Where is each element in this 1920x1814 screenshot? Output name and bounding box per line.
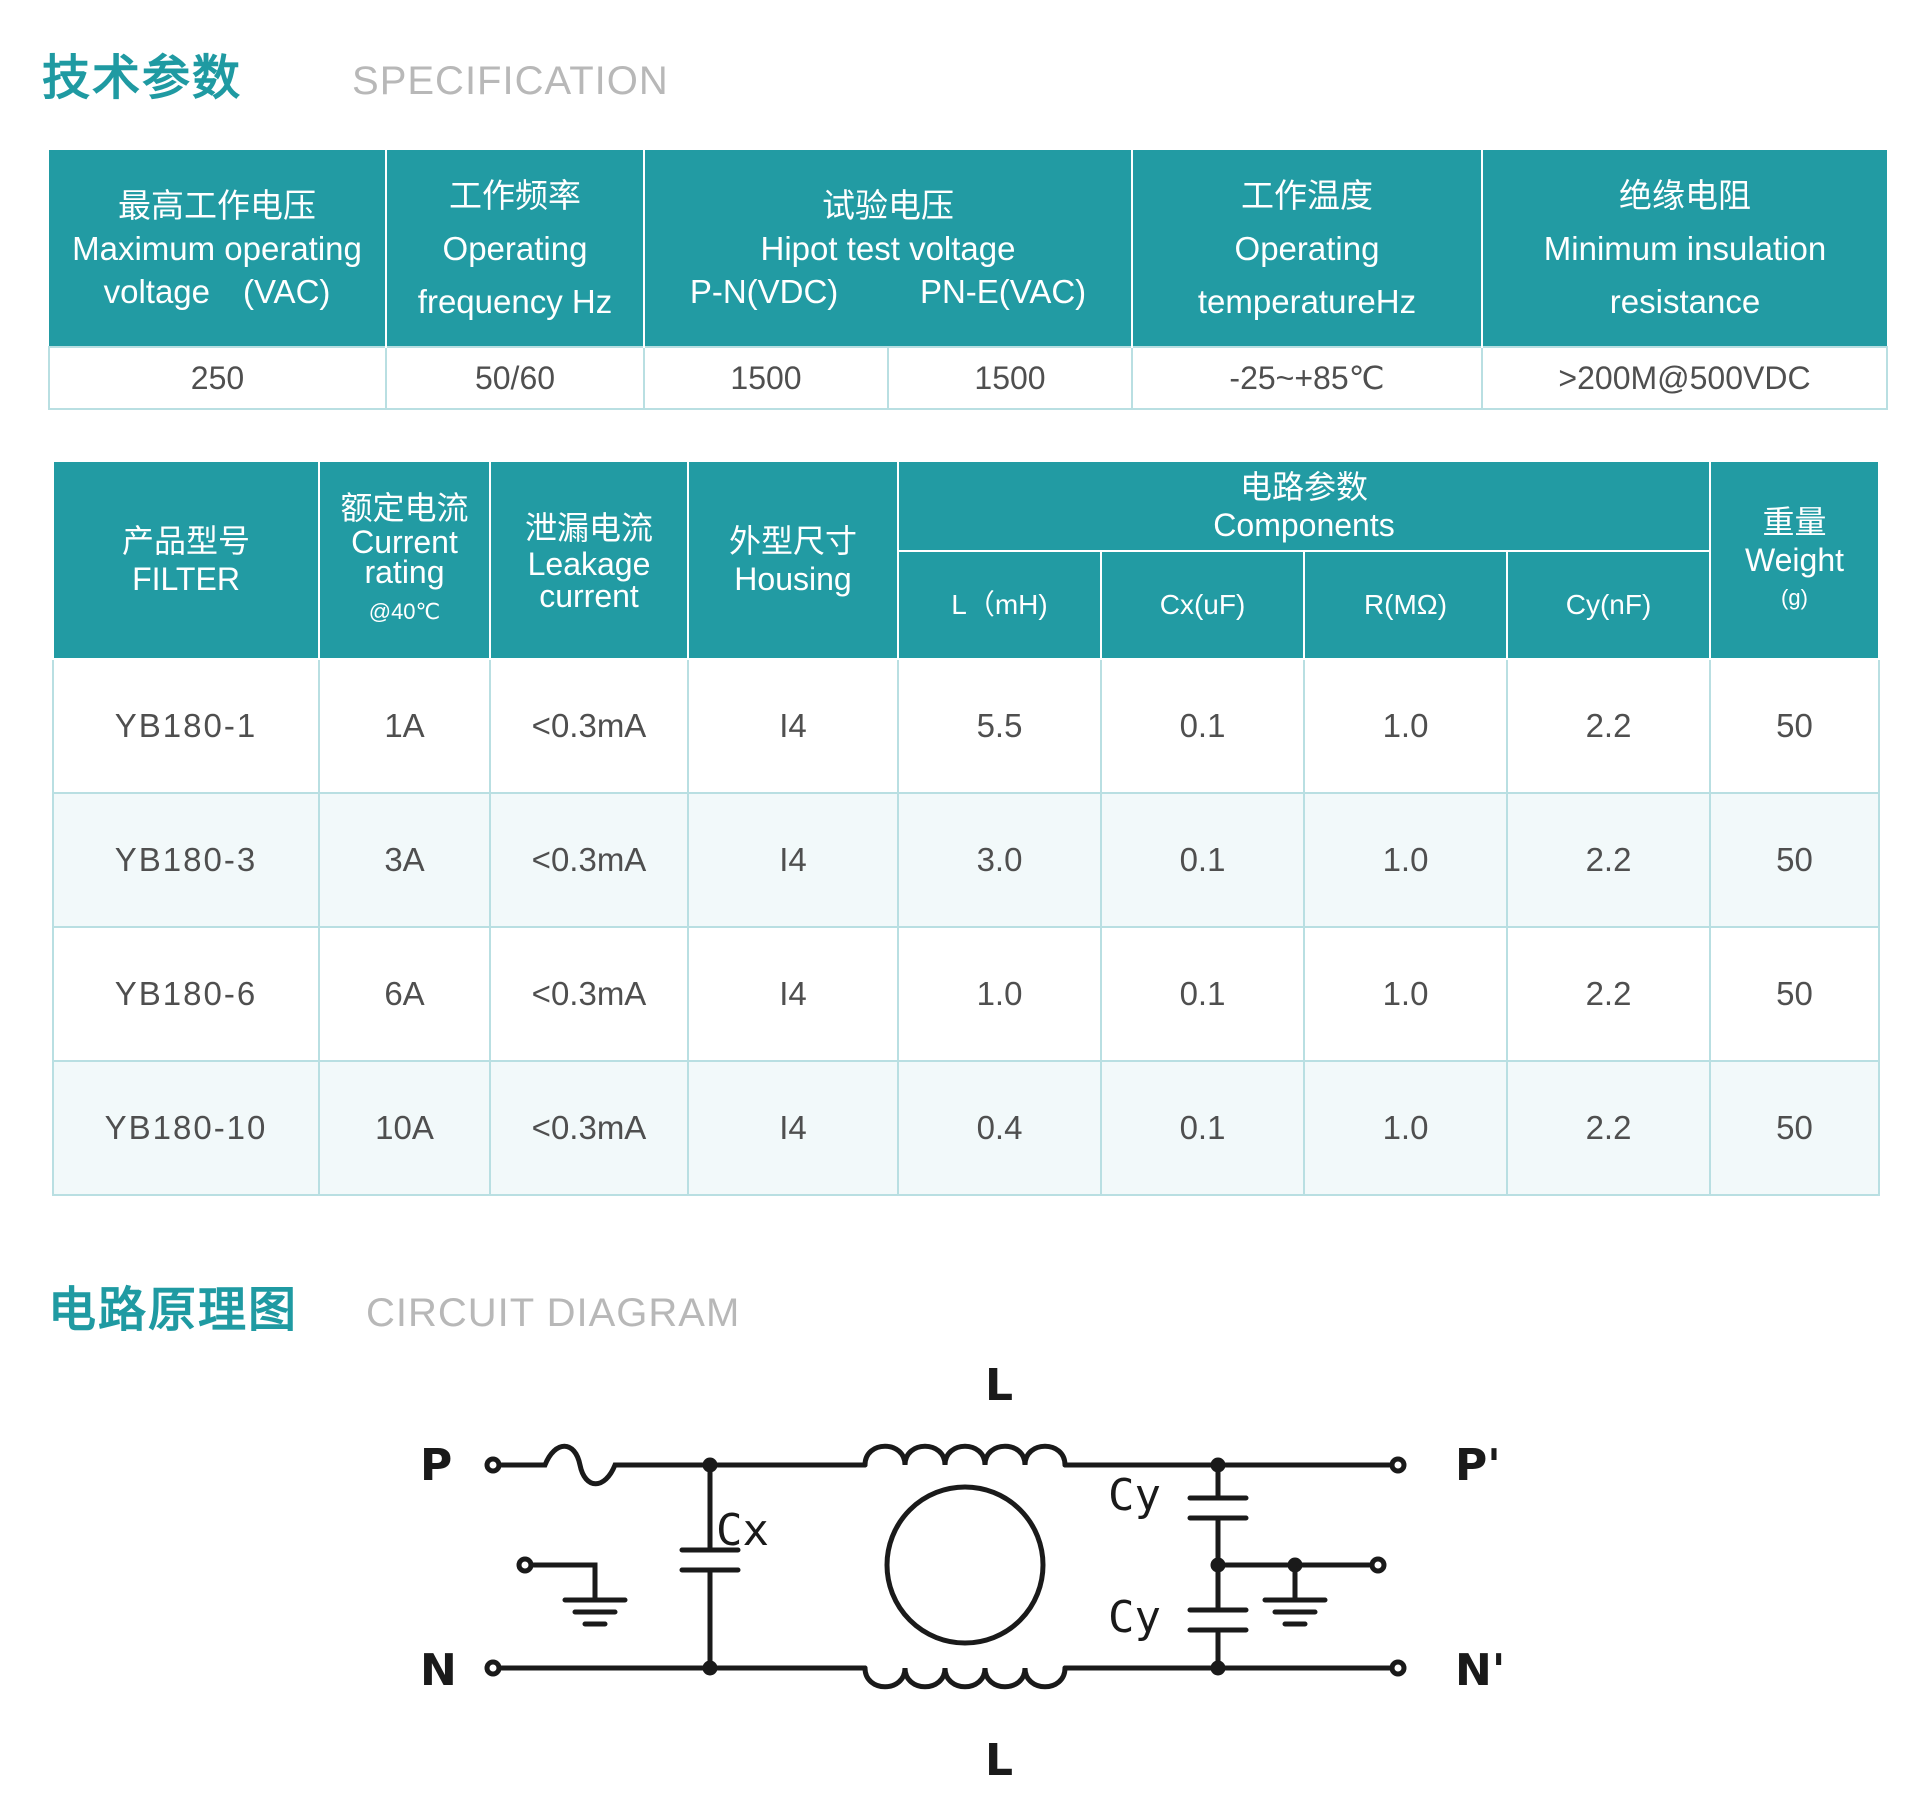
- cell-R: 1.0: [1303, 926, 1508, 1062]
- cell-housing: I4: [687, 658, 899, 794]
- spec-value-hipot-pne: 1500: [887, 346, 1133, 410]
- spec-value-max-voltage: 250: [48, 346, 387, 410]
- spec-value-hipot-pn: 1500: [643, 346, 889, 410]
- cell-Cy: 2.2: [1506, 1060, 1711, 1196]
- filter-header-leakage: 泄漏电流 Leakage current: [489, 460, 689, 660]
- filter-header-components: 电路参数 Components: [897, 460, 1711, 552]
- filter-header-R: R(MΩ): [1303, 550, 1508, 660]
- spec-title-en: SPECIFICATION: [352, 59, 669, 103]
- spec-header-hipot-pne: PN-E(VAC): [919, 272, 1087, 310]
- cell-Cy: 2.2: [1506, 792, 1711, 928]
- spec-header-hipot: 试验电压 Hipot test voltage P-N(VDC) PN-E(VA…: [644, 150, 1133, 347]
- cell-Cy: 2.2: [1506, 658, 1711, 794]
- spec-table: 最高工作电压 Maximum operating voltage (VAC) 工…: [48, 150, 1888, 410]
- cell-Cx: 0.1: [1100, 792, 1305, 928]
- cell-model: YB180-10: [52, 1060, 320, 1196]
- cell-weight: 50: [1709, 792, 1880, 928]
- filter-header-weight: 重量 Weight (g): [1709, 460, 1880, 660]
- label-L-bottom: L: [985, 1735, 1013, 1786]
- label-N-out: N': [1455, 1645, 1505, 1696]
- cell-L: 0.4: [897, 1060, 1102, 1196]
- filter-table: 产品型号 FILTER 额定电流 Current rating @40℃ 泄漏电…: [52, 460, 1880, 1196]
- cell-leakage: <0.3mA: [489, 926, 689, 1062]
- cell-leakage: <0.3mA: [489, 792, 689, 928]
- spec-section-header: 技术参数 SPECIFICATION: [42, 38, 669, 108]
- filter-header-Cy: Cy(nF): [1506, 550, 1711, 660]
- filter-header-L: L（mH): [897, 550, 1102, 660]
- spec-value-insulation: >200M@500VDC: [1481, 346, 1888, 410]
- cell-weight: 50: [1709, 1060, 1880, 1196]
- inductor-core: [884, 1484, 1046, 1646]
- label-Cy-bottom: Cy: [1108, 1592, 1161, 1643]
- spec-header-temperature: 工作温度 Operating temperatureHz: [1132, 150, 1483, 347]
- inductor-bottom: [862, 1665, 1068, 1690]
- filter-header-row-1: 产品型号 FILTER 额定电流 Current rating @40℃ 泄漏电…: [52, 460, 1880, 660]
- cell-Cx: 0.1: [1100, 658, 1305, 794]
- filter-header-current: 额定电流 Current rating @40℃: [318, 460, 491, 660]
- filter-header-Cx: Cx(uF): [1100, 550, 1305, 660]
- cell-R: 1.0: [1303, 1060, 1508, 1196]
- cell-L: 1.0: [897, 926, 1102, 1062]
- spec-header-max-voltage: 最高工作电压 Maximum operating voltage (VAC): [49, 150, 387, 347]
- cell-model: YB180-1: [52, 658, 320, 794]
- cell-R: 1.0: [1303, 792, 1508, 928]
- label-N: N: [420, 1645, 457, 1696]
- filter-header-housing: 外型尺寸 Housing: [687, 460, 899, 660]
- circuit-section-header: 电路原理图 CIRCUIT DIAGRAM: [48, 1270, 740, 1340]
- ground-left-icon: [528, 1562, 628, 1627]
- spec-header-frequency: 工作频率 Operating frequency Hz: [386, 150, 645, 347]
- label-P: P: [420, 1440, 452, 1491]
- cell-R: 1.0: [1303, 658, 1508, 794]
- circuit-title-cn: 电路原理图: [48, 1284, 299, 1337]
- cell-current: 1A: [318, 658, 491, 794]
- spec-header-insulation: 绝缘电阻 Minimum insulation resistance: [1482, 150, 1887, 347]
- ground-right-icon: [1215, 1562, 1375, 1627]
- label-L-top: L: [985, 1360, 1013, 1411]
- cell-model: YB180-3: [52, 792, 320, 928]
- cell-current: 3A: [318, 792, 491, 928]
- spec-header-hipot-pn: P-N(VDC): [689, 272, 839, 310]
- capacitor-Cx: [679, 1462, 741, 1671]
- cell-housing: I4: [687, 1060, 899, 1196]
- cell-weight: 50: [1709, 926, 1880, 1062]
- filter-header-row-2: L（mH) Cx(uF) R(MΩ) Cy(nF): [53, 550, 1879, 660]
- fuse-line: [496, 1443, 868, 1487]
- cell-housing: I4: [687, 792, 899, 928]
- cell-L: 3.0: [897, 792, 1102, 928]
- cell-leakage: <0.3mA: [489, 1060, 689, 1196]
- cell-housing: I4: [687, 926, 899, 1062]
- filter-header-model: 产品型号 FILTER: [52, 460, 320, 660]
- label-Cy-top: Cy: [1108, 1470, 1161, 1521]
- label-P-out: P': [1455, 1440, 1501, 1491]
- spec-title-cn: 技术参数: [42, 52, 243, 105]
- circuit-diagram: P N P' N' L L Cx Cy Cy: [420, 1360, 1505, 1786]
- cell-Cx: 0.1: [1100, 1060, 1305, 1196]
- spec-value-row: 250 50/60 1500 1500 -25~+85℃ >200M@500VD…: [48, 346, 1888, 410]
- cell-leakage: <0.3mA: [489, 658, 689, 794]
- cell-current: 10A: [318, 1060, 491, 1196]
- cell-Cx: 0.1: [1100, 926, 1305, 1062]
- cell-model: YB180-6: [52, 926, 320, 1062]
- cell-weight: 50: [1709, 658, 1880, 794]
- cell-L: 5.5: [897, 658, 1102, 794]
- cell-Cy: 2.2: [1506, 926, 1711, 1062]
- circuit-title-en: CIRCUIT DIAGRAM: [366, 1291, 741, 1335]
- spec-value-temperature: -25~+85℃: [1131, 346, 1483, 410]
- cell-current: 6A: [318, 926, 491, 1062]
- spec-value-frequency: 50/60: [385, 346, 645, 410]
- spec-header-row: 最高工作电压 Maximum operating voltage (VAC) 工…: [49, 150, 1887, 347]
- inductor-top: [862, 1443, 1068, 1468]
